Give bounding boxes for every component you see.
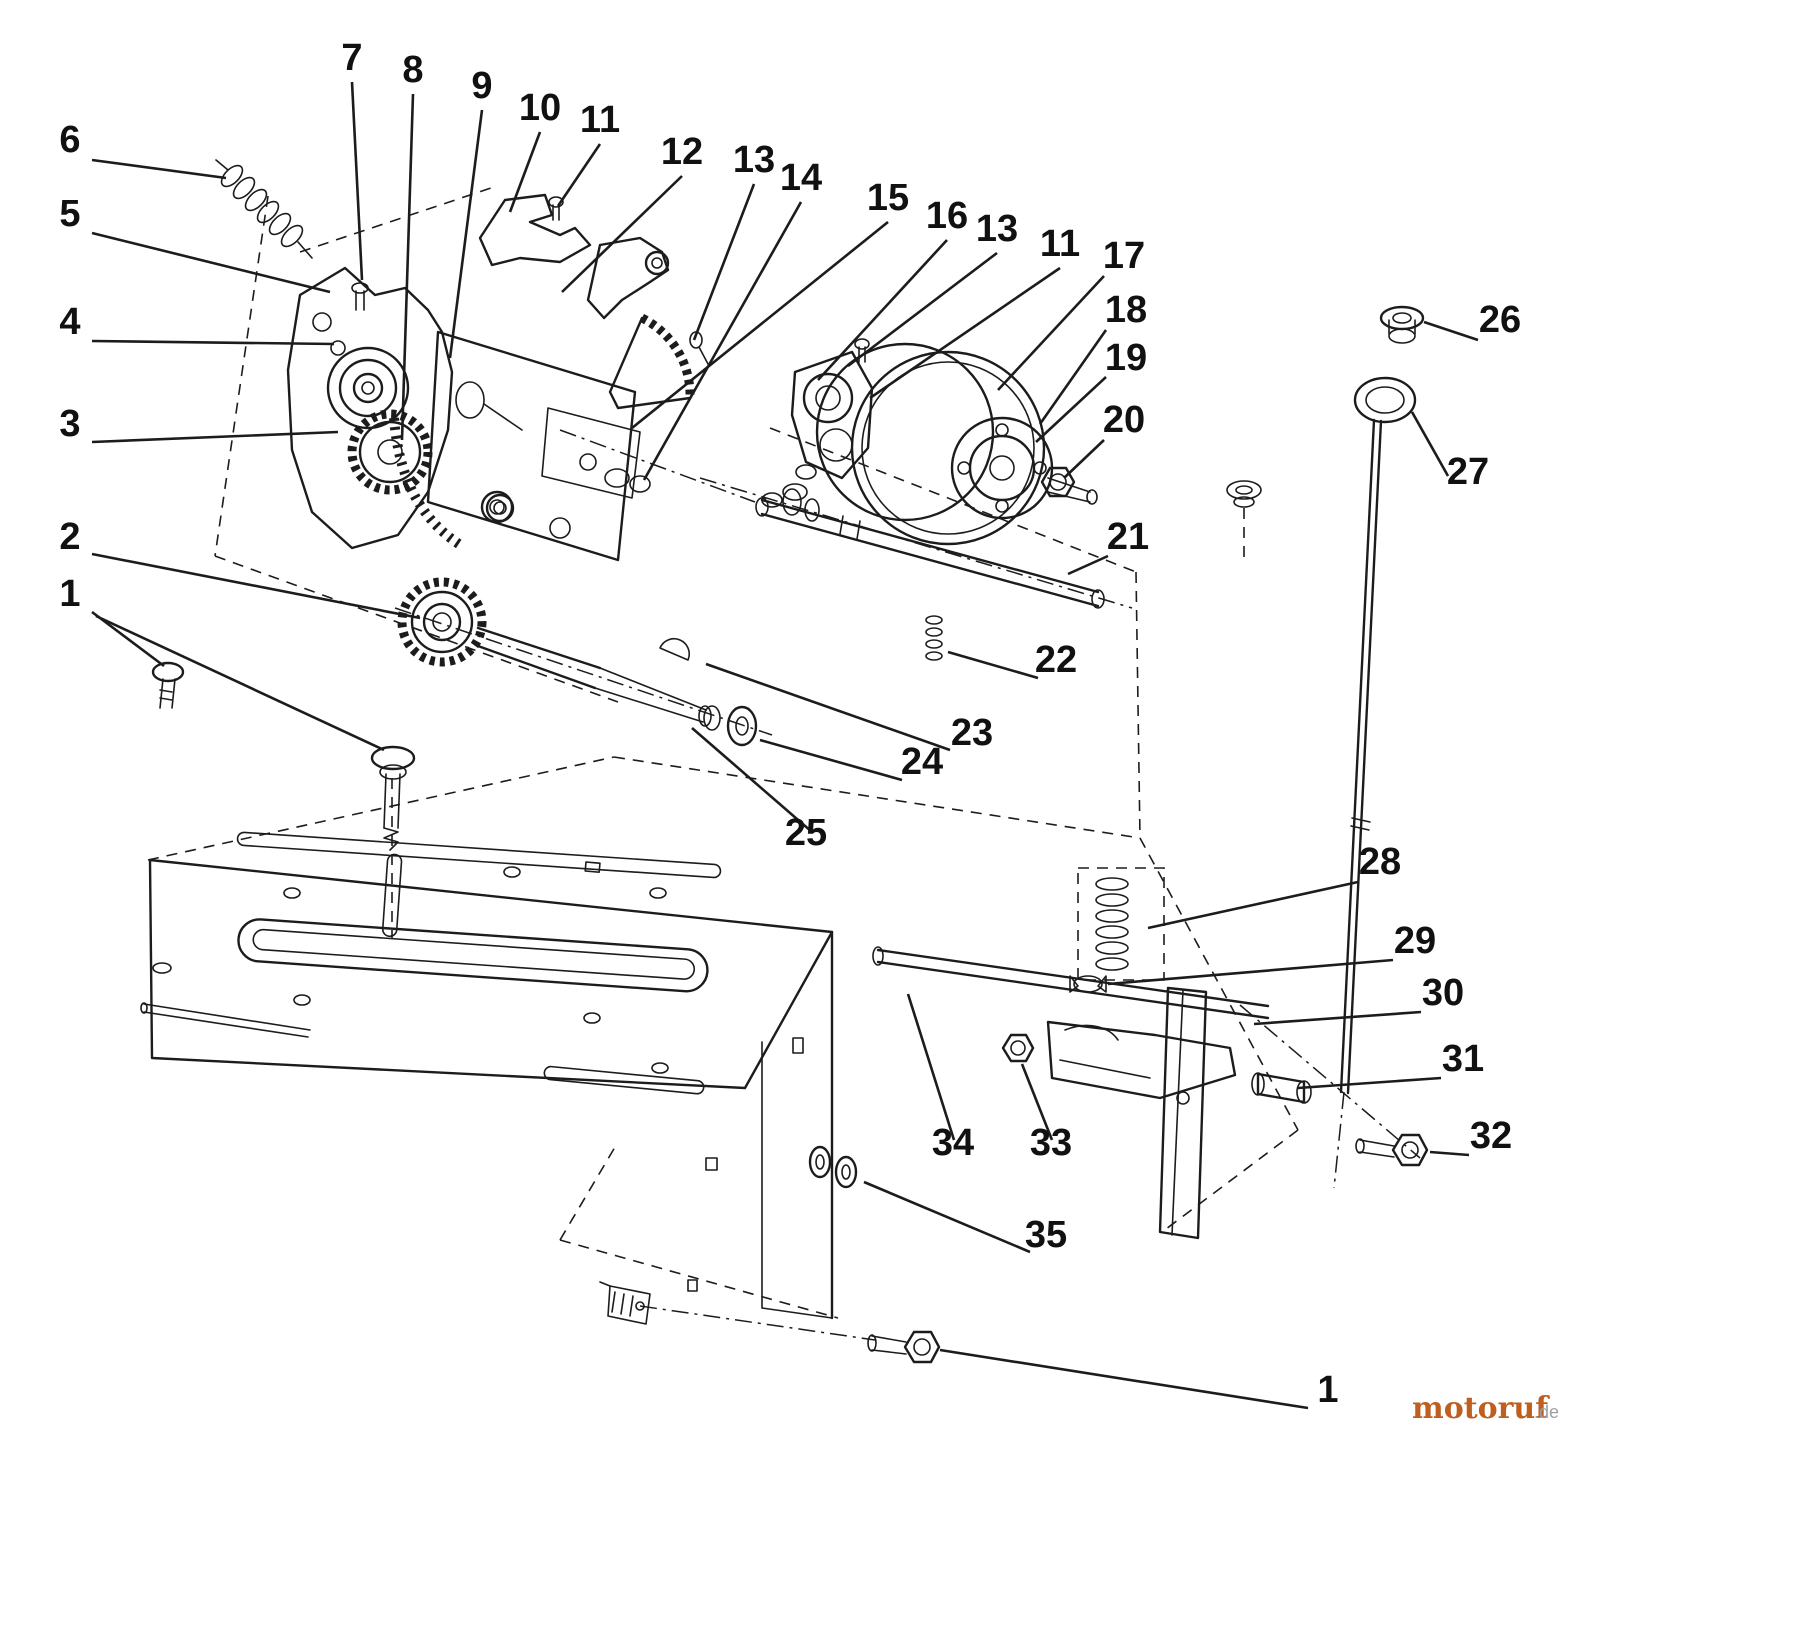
callout-1-left: 1 xyxy=(59,573,80,615)
callout-3: 3 xyxy=(59,403,80,445)
rod-hook-eye xyxy=(1353,376,1417,424)
callout-21: 21 xyxy=(1107,516,1149,558)
callout-1-bottom: 1 xyxy=(1317,1369,1338,1411)
callout-22: 22 xyxy=(1035,639,1077,681)
bracket-screw xyxy=(548,196,564,221)
leader-lines xyxy=(91,81,1479,1410)
callout-11-upper: 11 xyxy=(580,99,620,141)
hex-bolt-right xyxy=(1355,1133,1429,1167)
mounting-plate xyxy=(426,330,651,562)
cross-rod xyxy=(876,948,1270,1020)
input-gear xyxy=(397,577,487,667)
watermark-tld: .de xyxy=(1534,1402,1559,1422)
callout-24: 24 xyxy=(901,741,943,783)
callout-29: 29 xyxy=(1394,920,1436,962)
callout-19: 19 xyxy=(1105,337,1147,379)
lower-shift-bracket xyxy=(808,877,1429,1240)
chassis-plate xyxy=(140,661,941,1364)
rod-shaft xyxy=(1339,418,1383,1095)
callout-23: 23 xyxy=(951,712,993,754)
watermark-brand: motoruf xyxy=(1412,1391,1550,1426)
thrust-washer xyxy=(726,705,758,747)
axle-shaft xyxy=(755,488,1105,661)
callout-10: 10 xyxy=(519,87,561,129)
drive-chain xyxy=(389,417,465,551)
sector-gear xyxy=(639,313,695,399)
shift-bracket-assembly xyxy=(478,193,709,410)
shoulder-pin xyxy=(370,745,416,851)
rod-washer xyxy=(1226,480,1262,508)
callout-26: 26 xyxy=(1479,299,1521,341)
callout-15: 15 xyxy=(867,177,909,219)
roll-pin-spring xyxy=(925,615,943,661)
callout-12: 12 xyxy=(661,131,703,173)
callout-5: 5 xyxy=(59,193,80,235)
callout-14: 14 xyxy=(780,157,822,199)
callout-31: 31 xyxy=(1442,1038,1484,1080)
callout-20: 20 xyxy=(1103,399,1145,441)
woodruff-key xyxy=(659,638,691,661)
pulley-assembly xyxy=(815,342,1098,546)
shoulder-bolt xyxy=(1251,1072,1312,1104)
callout-35: 35 xyxy=(1025,1214,1067,1256)
bracket-plate xyxy=(1158,986,1208,1240)
retainer-clip xyxy=(599,1281,651,1325)
callout-30: 30 xyxy=(1422,972,1464,1014)
callout-33: 33 xyxy=(1030,1122,1072,1164)
shift-strap xyxy=(1046,1020,1237,1100)
callout-16: 16 xyxy=(926,195,968,237)
callout-13-upper: 13 xyxy=(733,139,775,181)
tension-spring xyxy=(215,159,313,259)
input-shaft-assembly xyxy=(397,577,758,747)
callout-11-right: 11 xyxy=(1040,223,1080,265)
callout-25: 25 xyxy=(785,812,827,854)
washer-pair xyxy=(808,1145,858,1189)
sector-gear-bolt xyxy=(689,331,709,365)
callout-6: 6 xyxy=(59,119,80,161)
gear-case-assembly xyxy=(215,159,571,551)
drive-gear xyxy=(347,409,433,495)
callout-8: 8 xyxy=(402,49,423,91)
case-bolt xyxy=(351,282,369,311)
callout-4: 4 xyxy=(59,301,80,343)
callout-labels: 7 8 9 10 11 12 13 14 15 16 13 11 17 18 1… xyxy=(59,37,1521,1411)
watermark: motoruf .de xyxy=(1412,1391,1559,1426)
callout-2: 2 xyxy=(59,516,80,558)
pulley-disc xyxy=(850,350,1046,546)
hub-flange xyxy=(950,416,1054,520)
callout-9: 9 xyxy=(471,65,492,107)
shift-rod-assembly xyxy=(1226,305,1425,1095)
callout-34: 34 xyxy=(932,1122,974,1164)
callout-13-right: 13 xyxy=(976,208,1018,250)
callout-32: 32 xyxy=(1470,1115,1512,1157)
flange-nut xyxy=(1379,305,1425,344)
callout-18: 18 xyxy=(1105,289,1147,331)
callout-27: 27 xyxy=(1447,451,1489,493)
callout-17: 17 xyxy=(1103,235,1145,277)
callout-7: 7 xyxy=(341,37,362,79)
carriage-bolt-left xyxy=(151,661,185,709)
hex-nut xyxy=(1001,1033,1035,1063)
hex-bolt-bottom xyxy=(867,1330,941,1364)
compression-spring xyxy=(1095,877,1129,971)
callout-28: 28 xyxy=(1359,841,1401,883)
